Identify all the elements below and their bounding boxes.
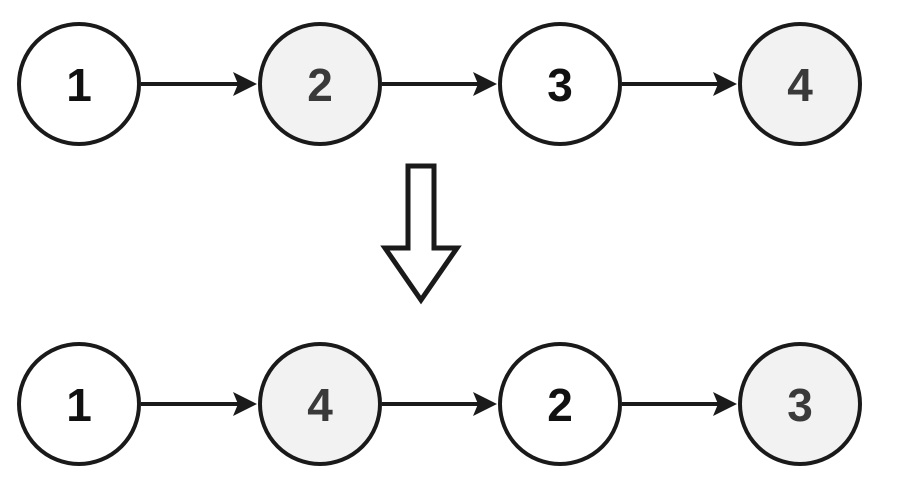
arrowhead-icon	[713, 72, 737, 96]
arrowhead-icon	[473, 392, 497, 416]
node-label: 1	[66, 379, 92, 431]
node-circle[interactable]	[738, 22, 862, 146]
node-label: 1	[66, 59, 92, 111]
node-circle[interactable]	[738, 342, 862, 466]
top-sequence: 1 2 3 4	[17, 22, 862, 146]
arrowhead-icon	[233, 72, 257, 96]
node-bottom-4[interactable]: 3	[738, 342, 862, 466]
node-top-3[interactable]: 3	[498, 22, 622, 146]
node-top-2[interactable]: 2	[258, 22, 382, 146]
top-edge-3-to-4	[622, 72, 737, 96]
node-label: 2	[547, 379, 573, 431]
arrowhead-icon	[473, 72, 497, 96]
bottom-sequence: 1 4 2 3	[17, 342, 862, 466]
top-edge-2-to-3	[382, 72, 497, 96]
bottom-edge-4-to-2	[382, 392, 497, 416]
node-circle[interactable]	[17, 342, 141, 466]
node-circle[interactable]	[498, 342, 622, 466]
node-circle[interactable]	[498, 22, 622, 146]
arrowhead-icon	[713, 392, 737, 416]
node-bottom-3[interactable]: 2	[498, 342, 622, 466]
arrowhead-icon	[233, 392, 257, 416]
node-top-4[interactable]: 4	[738, 22, 862, 146]
node-label: 4	[307, 379, 333, 431]
node-circle[interactable]	[258, 342, 382, 466]
node-label: 2	[307, 59, 333, 111]
node-label: 4	[787, 59, 813, 111]
node-circle[interactable]	[258, 22, 382, 146]
node-label: 3	[787, 379, 813, 431]
node-top-1[interactable]: 1	[17, 22, 141, 146]
node-circle[interactable]	[17, 22, 141, 146]
node-bottom-1[interactable]: 1	[17, 342, 141, 466]
down-arrow-icon	[380, 163, 462, 305]
node-bottom-2[interactable]: 4	[258, 342, 382, 466]
node-label: 3	[547, 59, 573, 111]
bottom-edge-1-to-4	[141, 392, 257, 416]
bottom-edge-2-to-3	[622, 392, 737, 416]
top-edge-1-to-2	[141, 72, 257, 96]
